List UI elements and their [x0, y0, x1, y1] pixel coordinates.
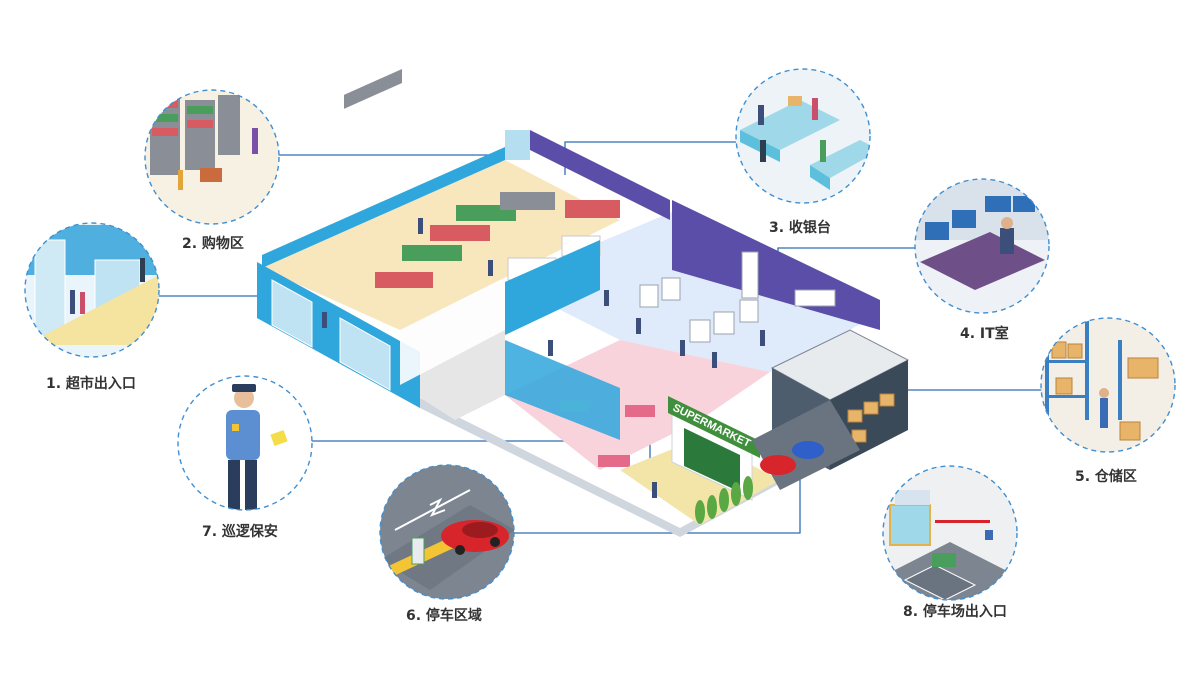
box — [863, 401, 879, 415]
tree — [731, 482, 741, 506]
person — [418, 218, 423, 234]
callout-label-1: 1. 超市出入口 — [46, 376, 136, 392]
person — [636, 318, 641, 334]
callout-label-7: 7. 巡逻保安 — [202, 524, 278, 540]
box — [879, 393, 895, 407]
clothing-wall — [505, 340, 620, 440]
tree — [719, 488, 729, 512]
person — [652, 482, 657, 498]
clothing-rack — [598, 455, 630, 467]
clothing-rack — [625, 405, 655, 417]
shelves — [344, 69, 620, 288]
appliance — [713, 311, 735, 335]
entrance-glass — [271, 279, 313, 348]
box — [847, 409, 863, 423]
box — [851, 429, 867, 443]
appliance — [639, 284, 659, 308]
person — [604, 290, 609, 306]
entrance-glass-2 — [339, 317, 391, 391]
callout-circle-2 — [144, 89, 280, 225]
callout-label-3: 3. 收银台 — [769, 220, 831, 236]
shelf — [565, 200, 620, 218]
tree — [743, 476, 753, 500]
callout-circle-4 — [914, 178, 1050, 314]
appliance — [661, 277, 681, 301]
appliance — [739, 299, 759, 323]
entrance-door — [684, 428, 740, 492]
person — [760, 330, 765, 346]
callout-circle-8 — [882, 465, 1018, 601]
back-wall-shopping — [262, 147, 505, 268]
person — [548, 340, 553, 356]
callout-label-5: 5. 仓储区 — [1075, 469, 1137, 485]
car-blue — [792, 441, 824, 459]
partition-wall-blue — [505, 240, 600, 335]
person — [322, 312, 327, 328]
callout-circle-3 — [735, 68, 871, 204]
callout-circle-1 — [24, 222, 160, 358]
shelf — [344, 69, 402, 109]
supermarket-sign — [668, 396, 760, 458]
callout-circle-5 — [1040, 317, 1176, 453]
connector-line-6 — [513, 478, 801, 534]
shelf — [430, 225, 490, 241]
person — [488, 260, 493, 276]
trees — [695, 476, 753, 524]
person — [712, 352, 717, 368]
tree — [695, 500, 705, 524]
callout-label-8: 8. 停车场出入口 — [903, 604, 1007, 620]
callout-circle-7 — [177, 375, 313, 511]
clothing-racks — [560, 400, 655, 467]
callout-label-4: 4. IT室 — [960, 326, 1009, 342]
appliance — [741, 251, 759, 299]
callout-label-6: 6. 停车区域 — [406, 608, 482, 624]
appliance — [689, 319, 711, 343]
shelf — [375, 272, 433, 288]
car-red — [760, 455, 796, 475]
appliances — [639, 251, 836, 343]
storage-boxes — [847, 393, 895, 443]
back-wall-top — [505, 130, 530, 160]
tree — [707, 495, 717, 519]
shelf — [402, 245, 462, 261]
clothing-rack — [560, 400, 590, 412]
appliance — [794, 289, 836, 307]
back-wall-purple — [530, 130, 670, 220]
partition-wall — [400, 282, 505, 385]
people — [322, 218, 765, 498]
person — [680, 340, 685, 356]
callout-label-2: 2. 购物区 — [182, 236, 244, 252]
callout-circle-6 — [379, 464, 515, 600]
building: SUPERMARKET — [257, 69, 910, 537]
shelf — [500, 192, 555, 210]
